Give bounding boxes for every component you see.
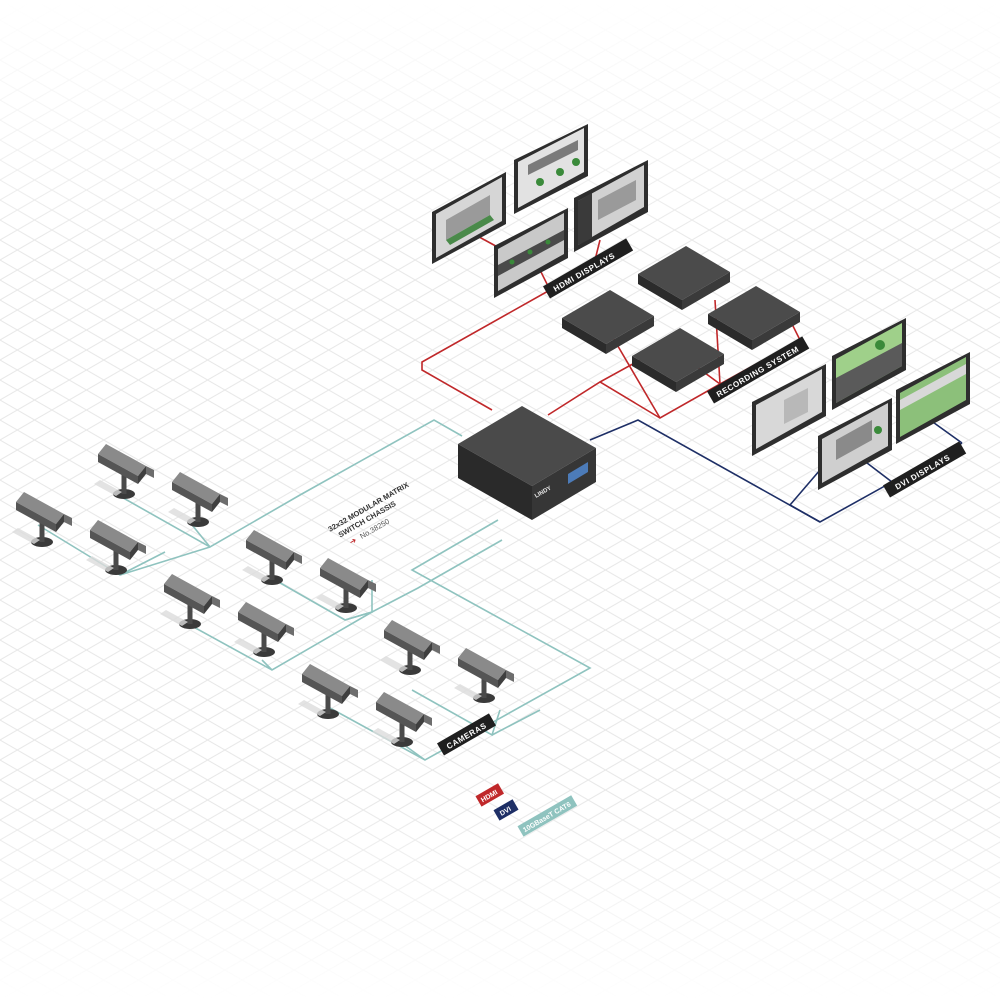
monitor-icon xyxy=(832,318,906,410)
monitor-icon xyxy=(514,124,588,214)
dvi-display-group xyxy=(752,318,970,490)
monitor-icon xyxy=(818,398,892,490)
hdmi-display-group xyxy=(432,124,648,298)
chassis-arrow-icon: ➔ xyxy=(348,535,359,546)
monitor-icon xyxy=(574,160,648,252)
monitor-icon xyxy=(752,364,826,456)
svg-text:DVI: DVI xyxy=(499,806,513,818)
matrix-switch-icon: LINDY xyxy=(458,406,596,520)
monitor-icon xyxy=(896,352,970,444)
legend-item-dvi: DVI xyxy=(493,799,519,821)
monitor-icon xyxy=(432,172,506,264)
cat6-cables xyxy=(37,419,592,761)
monitor-icon xyxy=(494,208,568,298)
